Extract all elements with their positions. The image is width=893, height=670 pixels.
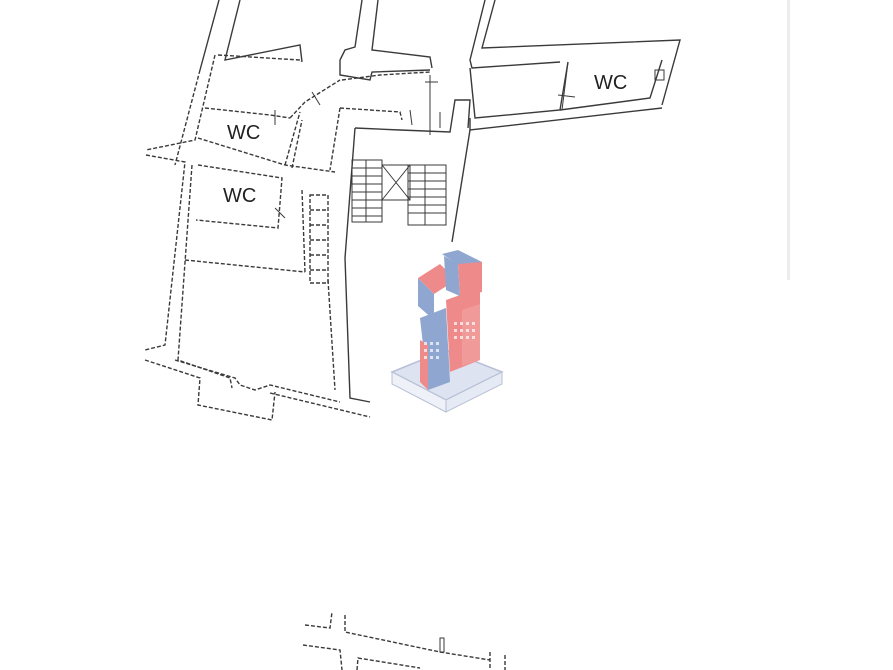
building-icon bbox=[388, 250, 504, 416]
room-label-wc-3: WC bbox=[594, 72, 628, 94]
page-edge-line bbox=[787, 0, 790, 280]
room-label-wc-1: WC bbox=[227, 122, 261, 144]
room-label-wc-2: WC bbox=[223, 185, 257, 207]
